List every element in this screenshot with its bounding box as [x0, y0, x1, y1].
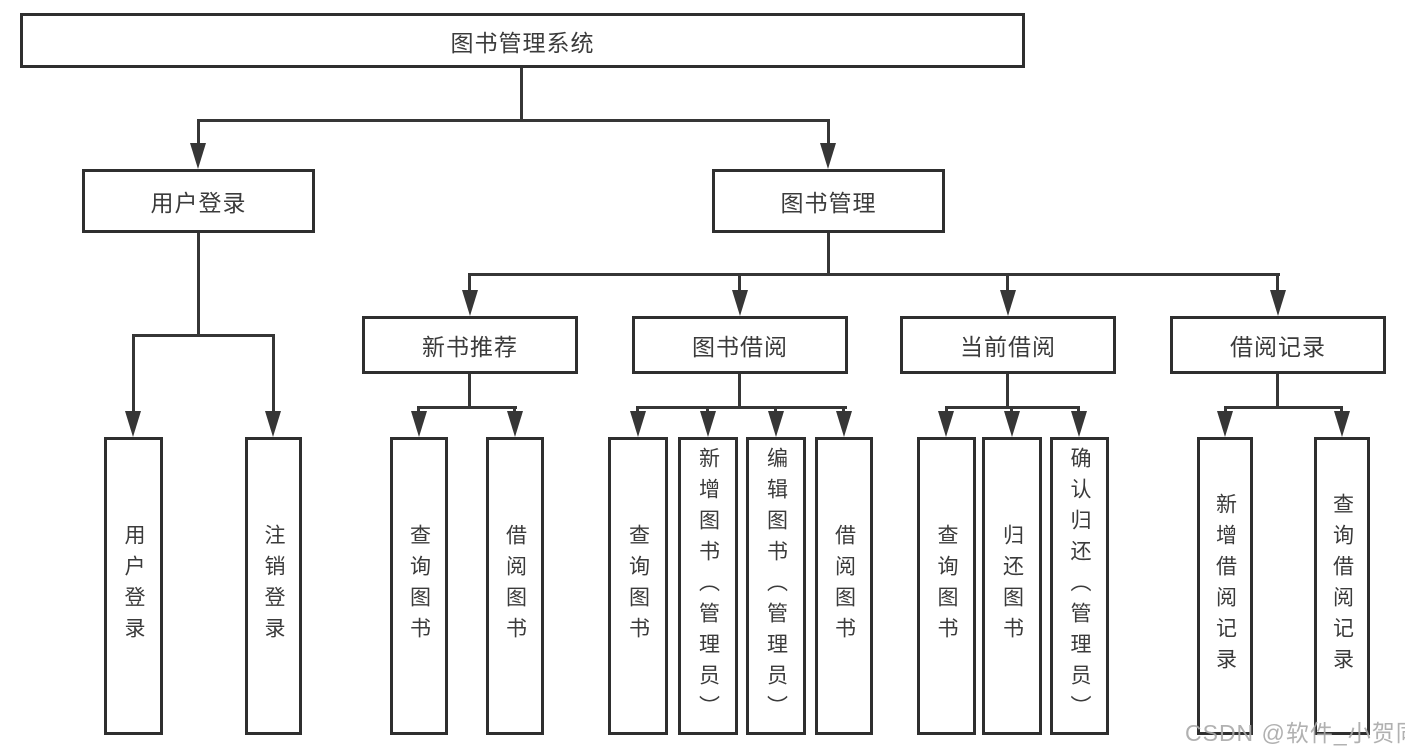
node-current-borrowing: 当前借阅 [900, 316, 1116, 374]
node-label: 借阅图书 [503, 524, 527, 648]
connector-line [197, 119, 200, 151]
connector-line [738, 273, 741, 293]
node-user-login-leaf: 用户登录 [104, 437, 163, 735]
arrow-down-icon [732, 290, 748, 316]
arrow-down-icon [462, 290, 478, 316]
node-query-books-recommend: 查询图书 [390, 437, 448, 735]
arrow-down-icon [768, 411, 784, 437]
node-label: 归还图书 [1000, 524, 1024, 648]
connector-line [1276, 374, 1279, 408]
connector-line [1276, 273, 1279, 293]
node-new-book-recommendation: 新书推荐 [362, 316, 578, 374]
node-label: 新书推荐 [422, 334, 518, 360]
node-query-borrow-record: 查询借阅记录 [1314, 437, 1370, 735]
node-user-login: 用户登录 [82, 169, 315, 233]
node-label: 新增借阅记录 [1213, 493, 1237, 679]
node-label: 用户登录 [150, 190, 247, 216]
node-label: 确认归还（管理员） [1068, 446, 1091, 726]
connector-line [738, 374, 741, 408]
node-add-borrow-record: 新增借阅记录 [1197, 437, 1253, 735]
arrow-down-icon [1000, 290, 1016, 316]
connector-line [468, 273, 1280, 276]
arrow-down-icon [265, 411, 281, 437]
node-borrow-books-recommend: 借阅图书 [486, 437, 544, 735]
node-label: 查询图书 [407, 524, 431, 648]
arrow-down-icon [411, 411, 427, 437]
csdn-watermark: CSDN @软件_小贺同学 [1185, 720, 1405, 746]
connector-line [197, 233, 200, 336]
arrow-down-icon [630, 411, 646, 437]
connector-line [132, 334, 275, 337]
node-label: 图书管理系统 [450, 29, 595, 56]
connector-line [468, 273, 471, 293]
node-label: 图书管理 [780, 190, 877, 216]
node-label: 编辑图书（管理员） [764, 446, 788, 726]
node-label: 新增图书（管理员） [696, 446, 720, 726]
node-label: 当前借阅 [960, 334, 1056, 360]
node-label: 借阅图书 [832, 524, 856, 648]
arrow-down-icon [820, 143, 836, 169]
node-query-books-borrow: 查询图书 [608, 437, 668, 735]
connector-line [132, 334, 135, 414]
connector-line [1006, 273, 1009, 293]
node-return-books: 归还图书 [982, 437, 1042, 735]
node-label: 图书借阅 [692, 334, 788, 360]
connector-line [417, 406, 517, 409]
connector-line [827, 233, 830, 275]
connector-line [1224, 406, 1343, 409]
arrow-down-icon [1217, 411, 1233, 437]
node-label: 查询图书 [935, 524, 958, 648]
node-library-management-system: 图书管理系统 [20, 13, 1025, 68]
node-logout: 注销登录 [245, 437, 302, 735]
node-query-books-current: 查询图书 [917, 437, 976, 735]
arrow-down-icon [190, 143, 206, 169]
connector-line [197, 119, 830, 122]
arrow-down-icon [700, 411, 716, 437]
connector-line [468, 374, 471, 408]
arrow-down-icon [938, 411, 954, 437]
arrow-down-icon [836, 411, 852, 437]
connector-line [827, 119, 830, 151]
arrow-down-icon [1004, 411, 1020, 437]
node-label: 借阅记录 [1230, 334, 1326, 360]
arrow-down-icon [1071, 411, 1087, 437]
node-edit-books-admin: 编辑图书（管理员） [746, 437, 806, 735]
arrow-down-icon [507, 411, 523, 437]
connector-line [636, 406, 847, 409]
arrow-down-icon [125, 411, 141, 437]
node-label: 注销登录 [262, 524, 285, 648]
node-label: 查询图书 [626, 524, 650, 648]
node-borrow-books: 借阅图书 [815, 437, 873, 735]
node-add-books-admin: 新增图书（管理员） [678, 437, 738, 735]
node-book-management: 图书管理 [712, 169, 945, 233]
node-book-borrowing: 图书借阅 [632, 316, 848, 374]
node-confirm-return-admin: 确认归还（管理员） [1050, 437, 1109, 735]
connector-line [1006, 374, 1009, 408]
connector-line [272, 334, 275, 414]
connector-line [520, 68, 523, 122]
node-label: 用户登录 [122, 524, 145, 648]
node-borrowing-records: 借阅记录 [1170, 316, 1386, 374]
arrow-down-icon [1270, 290, 1286, 316]
node-label: 查询借阅记录 [1330, 493, 1354, 679]
arrow-down-icon [1334, 411, 1350, 437]
